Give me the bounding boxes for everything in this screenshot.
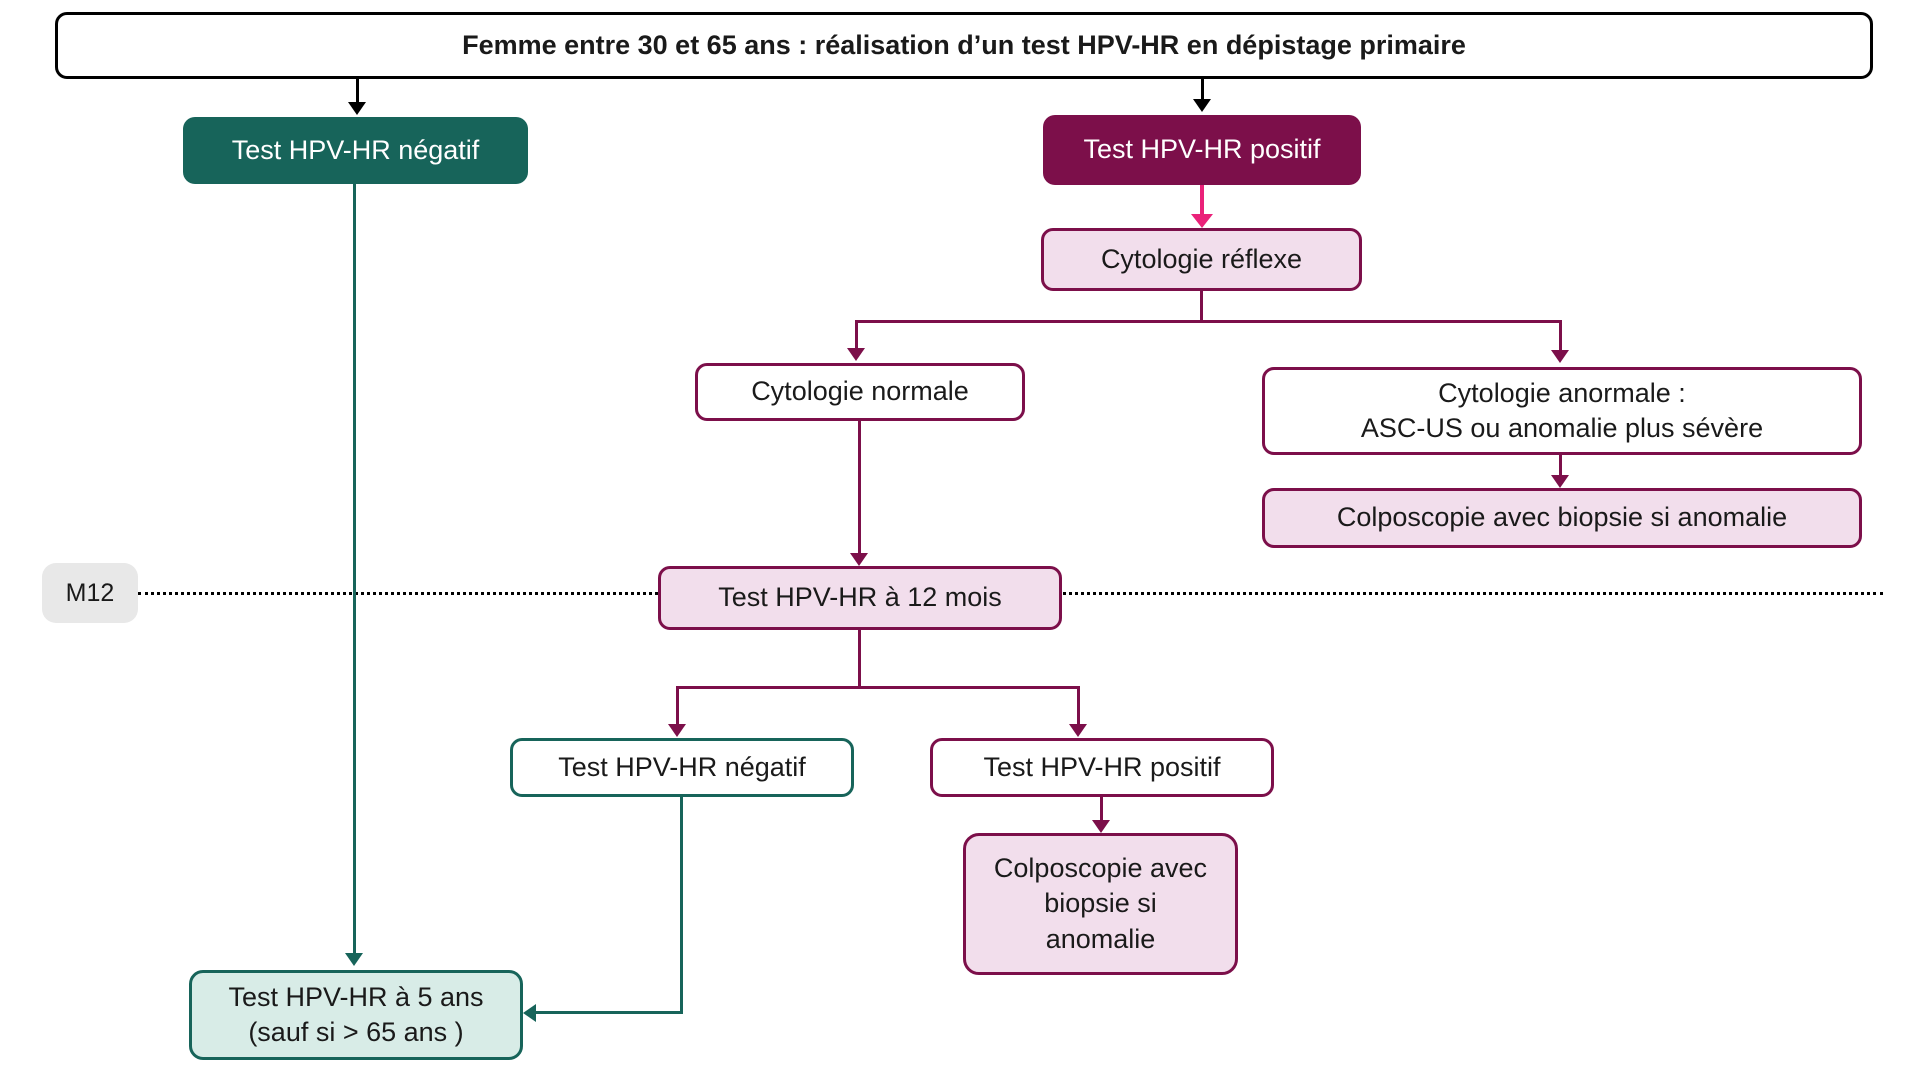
node-label-line1: Test HPV-HR à 5 ans (228, 981, 484, 1012)
connector-branch-to-anormale (1559, 320, 1562, 352)
node-colposcopie-2: Colposcopie avec biopsie si anomalie (963, 833, 1238, 975)
node-label-line3: anomalie (1045, 923, 1156, 954)
node-label-line1: Cytologie anormale : (1438, 377, 1686, 408)
node-label: Test HPV-HR positif (1083, 134, 1321, 165)
arrowhead-normale-to-12mois (850, 553, 868, 566)
node-test-hpv-5-ans: Test HPV-HR à 5 ans (sauf si > 65 ans ) (189, 970, 523, 1060)
node-label-line2: (sauf si > 65 ans ) (248, 1017, 464, 1047)
flowchart-title: Femme entre 30 et 65 ans : réalisation d… (462, 29, 1466, 60)
connector-reflexe-stem (1200, 291, 1203, 322)
timeline-label: M12 (65, 578, 115, 607)
connector-reflexe-branch (855, 320, 1562, 323)
connector-branch-to-negatif-12m (676, 686, 679, 726)
connector-negatif-initial-to-5ans (353, 184, 356, 955)
arrowhead-title-to-positif (1193, 99, 1211, 112)
connector-12mois-branch (676, 686, 1080, 689)
connector-positif-to-reflexe (1200, 185, 1204, 216)
node-label: Test HPV-HR à 12 mois (718, 582, 1002, 613)
arrowhead-negatif-initial-to-5ans (345, 953, 363, 966)
connector-title-to-positif (1201, 79, 1204, 100)
arrowhead-to-negatif-12m (668, 724, 686, 737)
connector-branch-to-positif-12m (1077, 686, 1080, 726)
timeline-m12-tag: M12 (42, 563, 138, 623)
connector-negatif12m-down (680, 797, 683, 1014)
node-test-hpv-negatif-12m: Test HPV-HR négatif (510, 738, 854, 797)
arrowhead-to-positif-12m (1069, 724, 1087, 737)
node-label: Test HPV-HR positif (983, 751, 1221, 782)
node-cytologie-normale: Cytologie normale (695, 363, 1025, 421)
node-test-hpv-positif-12m: Test HPV-HR positif (930, 738, 1274, 797)
node-test-hpv-positif-initial: Test HPV-HR positif (1043, 115, 1361, 185)
arrowhead-positif12m-to-colposcopie (1092, 820, 1110, 833)
node-label-line2: ASC-US ou anomalie plus sévère (1360, 413, 1764, 443)
arrowhead-to-anormale (1551, 350, 1569, 363)
node-label: Cytologie normale (751, 376, 969, 407)
connector-title-to-negatif (356, 79, 359, 103)
node-label: Colposcopie avec biopsie si anomalie (1336, 502, 1788, 533)
arrowhead-to-normale (847, 348, 865, 361)
node-colposcopie-1: Colposcopie avec biopsie si anomalie (1262, 488, 1862, 548)
node-test-hpv-12-mois: Test HPV-HR à 12 mois (658, 566, 1062, 630)
node-test-hpv-negatif-initial: Test HPV-HR négatif (183, 117, 528, 184)
connector-branch-to-normale (855, 320, 858, 350)
connector-normale-to-12mois (858, 421, 861, 555)
node-cytologie-anormale: Cytologie anormale : ASC-US ou anomalie … (1262, 367, 1862, 455)
node-cytologie-reflexe: Cytologie réflexe (1041, 228, 1362, 291)
title-box: Femme entre 30 et 65 ans : réalisation d… (55, 12, 1873, 79)
connector-12mois-stem (858, 630, 861, 688)
node-label: Cytologie réflexe (1100, 243, 1303, 274)
connector-anormale-to-colposcopie (1559, 455, 1562, 477)
node-label: Test HPV-HR négatif (231, 134, 480, 165)
connector-negatif12m-left (536, 1011, 683, 1014)
arrowhead-title-to-negatif (348, 102, 366, 115)
node-label-line1: Colposcopie avec (993, 853, 1208, 884)
node-label-line2: biopsie si (1044, 888, 1157, 919)
arrowhead-anormale-to-colposcopie (1551, 475, 1569, 488)
arrowhead-negatif12m-to-5ans (523, 1004, 536, 1022)
node-label: Test HPV-HR négatif (558, 751, 806, 782)
arrowhead-positif-to-reflexe (1191, 214, 1213, 228)
connector-positif12m-to-colposcopie (1100, 797, 1103, 822)
